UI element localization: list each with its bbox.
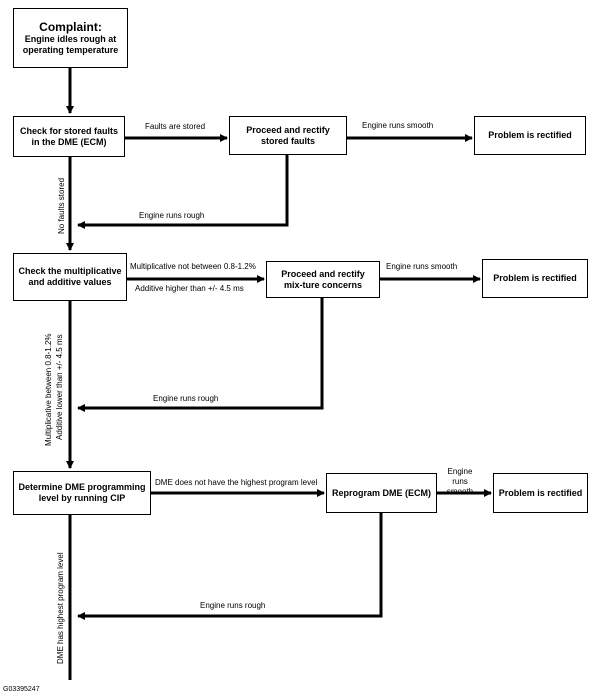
rectify-faults-box: Proceed and rectify stored faults	[229, 116, 347, 155]
arrow-runs-rough-3	[77, 513, 383, 620]
label-runs-smooth-3: Engine runs smooth	[446, 467, 474, 496]
label-runs-rough-1: Engine runs rough	[139, 211, 205, 220]
label-runs-rough-2: Engine runs rough	[153, 394, 219, 403]
rectified-text-1: Problem is rectified	[488, 130, 572, 140]
rectify-mixture-box: Proceed and rectify mix-ture concerns	[266, 261, 380, 298]
label-runs-smooth-1: Engine runs smooth	[362, 121, 434, 130]
rectified-box-1: Problem is rectified	[474, 116, 586, 155]
label-dme-not-highest: DME does not have the highest program le…	[155, 478, 318, 487]
rectified-text-3: Problem is rectified	[498, 487, 583, 498]
figure-id: G03395247	[3, 686, 40, 693]
label-mult-between: Multiplicative between 0.8-1.2%	[44, 333, 53, 446]
label-runs-smooth-2: Engine runs smooth	[386, 262, 458, 271]
label-faults-stored: Faults are stored	[145, 122, 206, 131]
complaint-text: Engine idles rough at operating temperat…	[22, 34, 119, 55]
reprogram-dme-text: Reprogram DME (ECM)	[331, 487, 431, 498]
determine-dme-box: Determine DME programming level by runni…	[13, 471, 151, 515]
arrow-runs-rough-1	[77, 155, 289, 229]
complaint-box: Complaint: Engine idles rough at operati…	[13, 8, 128, 68]
arrow-runs-rough-2	[77, 298, 324, 412]
reprogram-dme-box: Reprogram DME (ECM)	[326, 473, 437, 513]
check-values-text: Check the multiplicative and additive va…	[18, 266, 122, 287]
label-additive-higher: Additive higher than +/- 4.5 ms	[135, 284, 244, 293]
check-faults-box: Check for stored faults in the DME (ECM)	[13, 116, 125, 157]
label-runs-rough-3: Engine runs rough	[200, 601, 266, 610]
label-mult-not-between: Multiplicative not between 0.8-1.2%	[130, 262, 256, 271]
complaint-title: Complaint:	[39, 20, 102, 34]
rectify-mixture-text: Proceed and rectify mix-ture concerns	[281, 268, 365, 290]
rectify-faults-text: Proceed and rectify stored faults	[246, 124, 330, 146]
rectified-box-3: Problem is rectified	[493, 473, 588, 513]
label-no-faults: No faults stored	[57, 177, 66, 234]
label-dme-highest: DME has highest program level	[56, 552, 65, 664]
check-values-box: Check the multiplicative and additive va…	[13, 253, 127, 301]
determine-dme-text: Determine DME programming level by runni…	[18, 482, 146, 503]
check-faults-text: Check for stored faults in the DME (ECM)	[19, 125, 119, 147]
rectified-text-2: Problem is rectified	[493, 273, 577, 283]
label-additive-lower: Additive lower than +/- 4.5 ms	[55, 334, 64, 440]
rectified-box-2: Problem is rectified	[482, 259, 588, 298]
